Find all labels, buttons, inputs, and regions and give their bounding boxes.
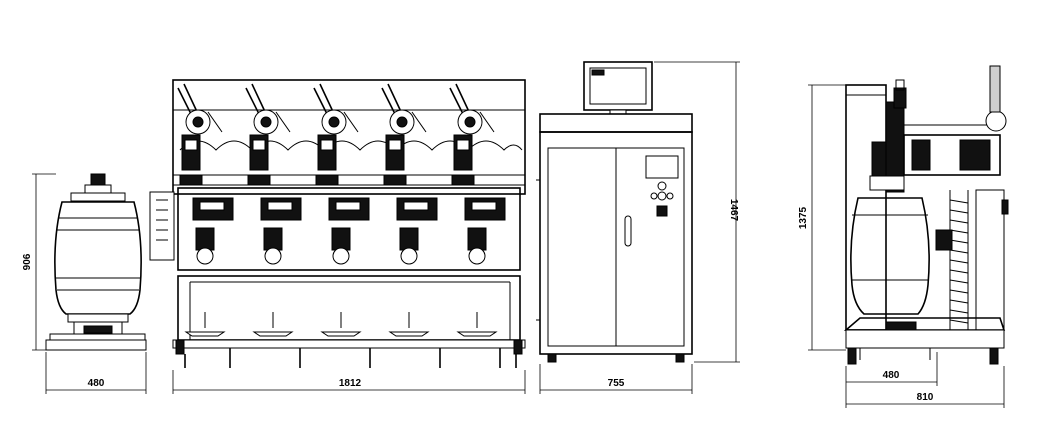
dim-machine-width: 1812 <box>339 378 362 389</box>
winding-head-4 <box>381 83 438 337</box>
winding-head-1 <box>177 83 234 337</box>
machine-side-view <box>843 65 1009 365</box>
control-cabinet <box>536 61 693 363</box>
winding-head-5 <box>449 83 506 337</box>
dim-side-total-width: 810 <box>917 392 934 403</box>
dim-side-height: 1375 <box>798 206 809 229</box>
winding-head-3 <box>313 83 370 337</box>
dimension-lines <box>32 61 1005 408</box>
dim-side-tank-width: 480 <box>883 370 900 381</box>
winding-machine-front-view <box>149 79 526 368</box>
dim-cabinet-height: 1467 <box>728 199 739 222</box>
winding-head-2 <box>245 83 302 337</box>
tank-front-view <box>45 173 147 351</box>
dim-cabinet-width: 755 <box>608 378 625 389</box>
dim-tank-width: 480 <box>88 378 105 389</box>
dim-tank-height: 906 <box>22 253 33 270</box>
